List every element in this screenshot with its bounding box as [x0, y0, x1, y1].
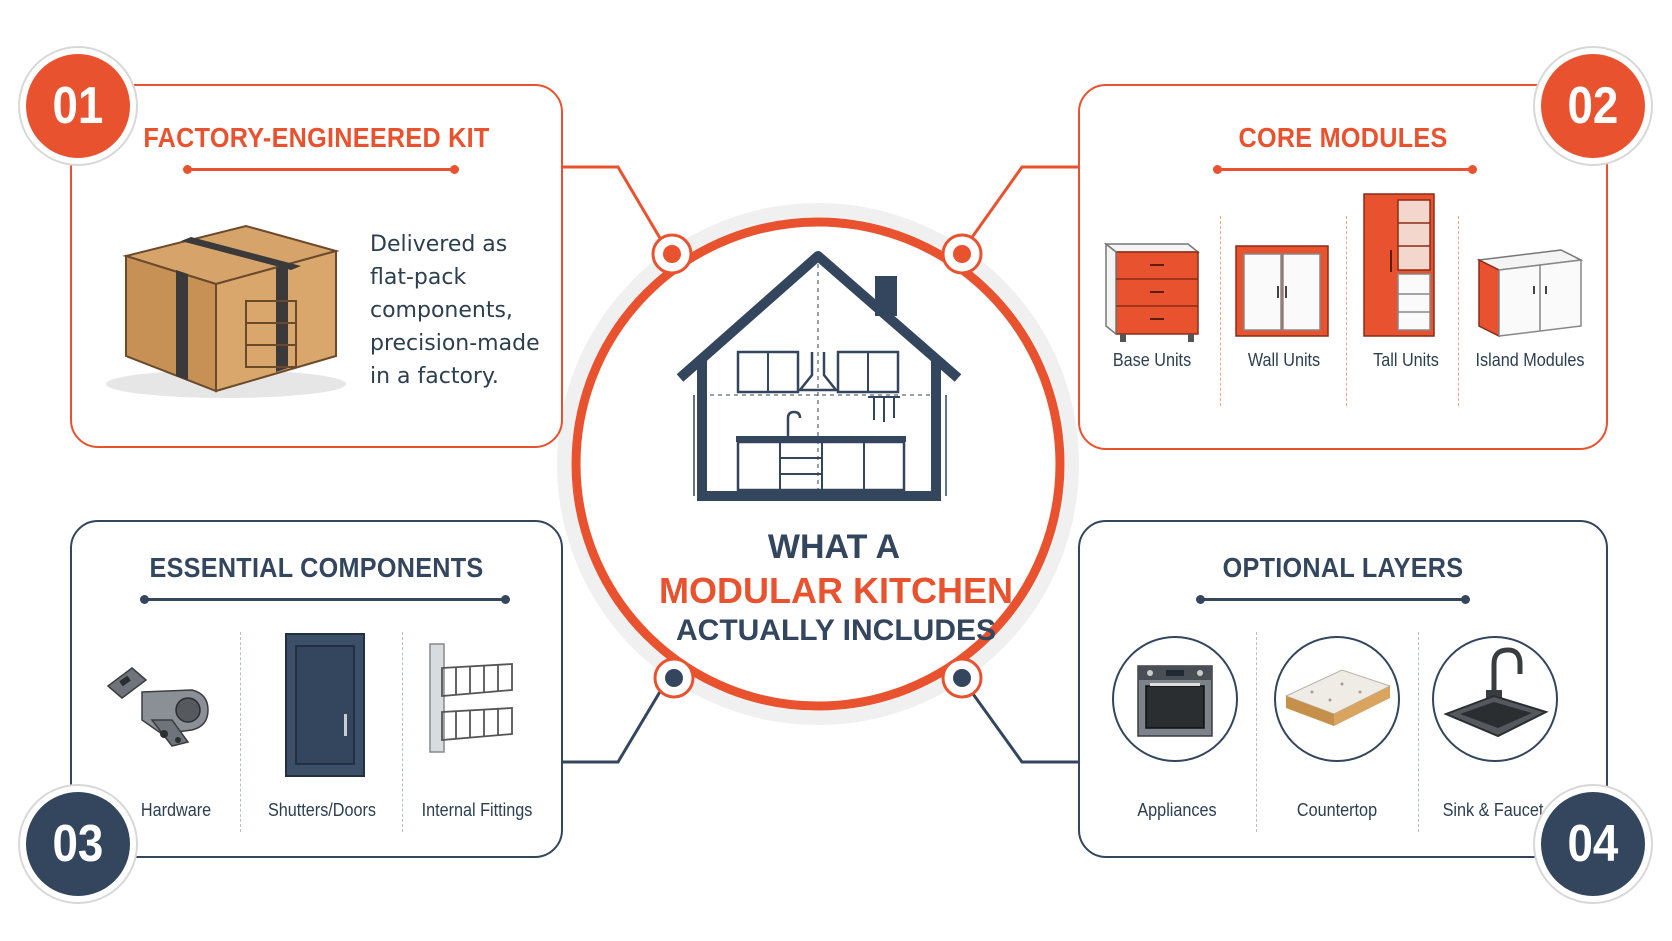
core-module-label: Base Units: [1112, 350, 1192, 370]
card-title: OPTIONAL LAYERS: [1222, 552, 1464, 583]
ring-node-bottom-right: [941, 657, 983, 699]
ring-node-bottom-left: [653, 657, 695, 699]
island-module-icon: [1476, 249, 1584, 338]
kit-description: Delivered as flat-pack components, preci…: [370, 232, 540, 389]
center-title-line3: ACTUALLY INCLUDES: [675, 614, 997, 647]
core-module-label: Wall Units: [1247, 350, 1321, 370]
card-title: ESSENTIAL COMPONENTS: [149, 552, 484, 583]
pull-out-basket-icon: [429, 643, 513, 753]
tall-unit-icon: [1363, 193, 1435, 337]
title-rule: [1196, 595, 1470, 604]
shutter-door-icon: [285, 633, 365, 777]
house-kitchen-icon: [676, 251, 962, 501]
ring-node-top-left: [651, 233, 693, 275]
cardboard-box-icon: [106, 224, 346, 398]
card-title: FACTORY-ENGINEERED KIT: [143, 122, 490, 153]
badge-01: 01: [26, 54, 130, 158]
card-factory-kit: FACTORY-ENGINEERED KIT Delivered as flat…: [70, 84, 563, 448]
title-rule: [183, 165, 459, 174]
component-label: Internal Fittings: [421, 800, 533, 820]
wall-unit-icon: [1235, 245, 1329, 337]
badge-04: 04: [1541, 792, 1645, 896]
card-core-modules: CORE MODULES Ba: [1078, 84, 1608, 450]
sink-faucet-icon: [1432, 636, 1558, 762]
hinge-icon: [106, 667, 209, 747]
card-optional-layers: OPTIONAL LAYERS Appliances Countertop Si…: [1078, 520, 1608, 858]
badge-03: 03: [26, 792, 130, 896]
base-unit-icon: [1103, 242, 1201, 342]
ring-node-top-right: [941, 233, 983, 275]
optional-layer-label: Sink & Faucet: [1442, 800, 1544, 820]
countertop-icon: [1274, 636, 1400, 762]
optional-layer-label: Countertop: [1296, 800, 1378, 820]
core-module-label: Tall Units: [1373, 350, 1439, 370]
title-rule: [1213, 165, 1477, 174]
badge-02: 02: [1541, 54, 1645, 158]
core-module-label: Island Modules: [1475, 350, 1585, 370]
card-essential-components: ESSENTIAL COMPONENTS Hardware Sh: [70, 520, 563, 858]
component-label: Hardware: [140, 800, 212, 820]
card-title: CORE MODULES: [1238, 122, 1448, 153]
center-title-line1: WHAT A: [767, 528, 901, 566]
oven-icon: [1112, 636, 1238, 762]
optional-layer-label: Appliances: [1137, 800, 1217, 820]
title-rule: [140, 595, 510, 604]
component-label: Shutters/Doors: [267, 800, 377, 820]
center-title-line2: MODULAR KITCHEN: [659, 570, 1013, 611]
